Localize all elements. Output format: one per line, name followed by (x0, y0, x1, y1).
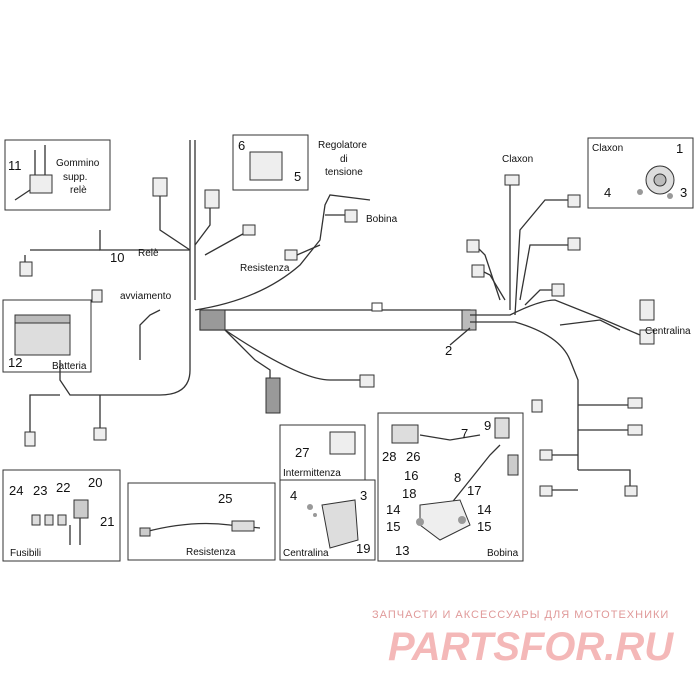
intermittenza-label: Intermittenza (283, 468, 341, 479)
regolatore-box (232, 134, 309, 191)
callout-21: 21 (100, 514, 114, 529)
callout-8: 8 (454, 470, 461, 485)
callout-23: 23 (33, 483, 47, 498)
watermark-brand: PARTSFOR.RU (388, 625, 674, 669)
callout-1: 1 (676, 141, 683, 156)
resistenza-part (139, 520, 261, 537)
intermittenza-part (329, 431, 356, 455)
callout-15-left: 15 (386, 519, 400, 534)
callout-24: 24 (9, 483, 23, 498)
callout-9: 9 (484, 418, 491, 433)
fusibili-label: Fusibili (10, 548, 41, 559)
gommino-label-2: supp. (63, 172, 87, 183)
bobina-box-label: Bobina (487, 548, 519, 559)
bobina-top-label: Bobina (366, 214, 398, 225)
claxon-box-label: Claxon (592, 143, 623, 154)
callout-2: 2 (445, 343, 452, 358)
horn-part (637, 165, 675, 199)
callout-27: 27 (295, 445, 309, 460)
callout-3-centralina: 3 (360, 488, 367, 503)
claxon-box (587, 137, 694, 209)
rele-label-2: avviamento (120, 291, 172, 302)
gommino-box (4, 139, 111, 211)
resistenza-box (127, 482, 276, 561)
gommino-label-3: relè (70, 185, 87, 196)
callout-25: 25 (218, 491, 232, 506)
regolatore-label-1: Regolatore (318, 140, 367, 151)
callout-10: 10 (110, 250, 124, 265)
batteria-box (2, 299, 92, 373)
callout-14-right: 14 (477, 502, 491, 517)
battery-part (14, 314, 71, 356)
callout-26: 26 (406, 449, 420, 464)
callout-18: 18 (402, 486, 416, 501)
regolatore-label-2: di (340, 154, 348, 165)
regolatore-part (249, 151, 283, 181)
centralina-right-label: Centralina (645, 326, 691, 337)
centralina-box (279, 479, 376, 561)
fuse-parts (31, 499, 89, 545)
callout-17: 17 (467, 483, 481, 498)
callout-28: 28 (382, 449, 396, 464)
fusibili-box (2, 469, 121, 562)
callout-20: 20 (88, 475, 102, 490)
gommino-label-1: Gommino (56, 158, 100, 169)
callout-5: 5 (294, 169, 301, 184)
resistenza-box-label: Resistenza (186, 547, 236, 558)
callout-22: 22 (56, 480, 70, 495)
rele-part (91, 289, 103, 303)
callout-13: 13 (395, 543, 409, 558)
callout-12: 12 (8, 355, 22, 370)
bobina-parts (391, 417, 519, 541)
centralina-box-label: Centralina (283, 548, 329, 559)
callout-4-centralina: 4 (290, 488, 297, 503)
watermark-tagline: ЗАПЧАСТИ И АКСЕССУАРЫ ДЛЯ МОТОТЕХНИКИ (372, 609, 669, 621)
regolatore-label-3: tensione (325, 167, 363, 178)
resistenza-top-label: Resistenza (240, 263, 290, 274)
gommino-part (14, 145, 53, 201)
callout-7: 7 (461, 426, 468, 441)
callout-14-left: 14 (386, 502, 400, 517)
claxon-mid-label: Claxon (502, 154, 533, 165)
callout-15-right: 15 (477, 519, 491, 534)
callout-19: 19 (356, 541, 370, 556)
rele-label-1: Relè (138, 248, 159, 259)
bobina-box (377, 412, 524, 562)
centralina-part (307, 499, 359, 549)
batteria-label: Batteria (52, 361, 87, 372)
callout-4-claxon: 4 (604, 185, 611, 200)
main-harness (19, 140, 643, 497)
callout-11: 11 (8, 158, 22, 173)
callout-6: 6 (238, 138, 245, 153)
callout-16: 16 (404, 468, 418, 483)
callout-3-claxon: 3 (680, 185, 687, 200)
upper-branches (152, 174, 655, 506)
